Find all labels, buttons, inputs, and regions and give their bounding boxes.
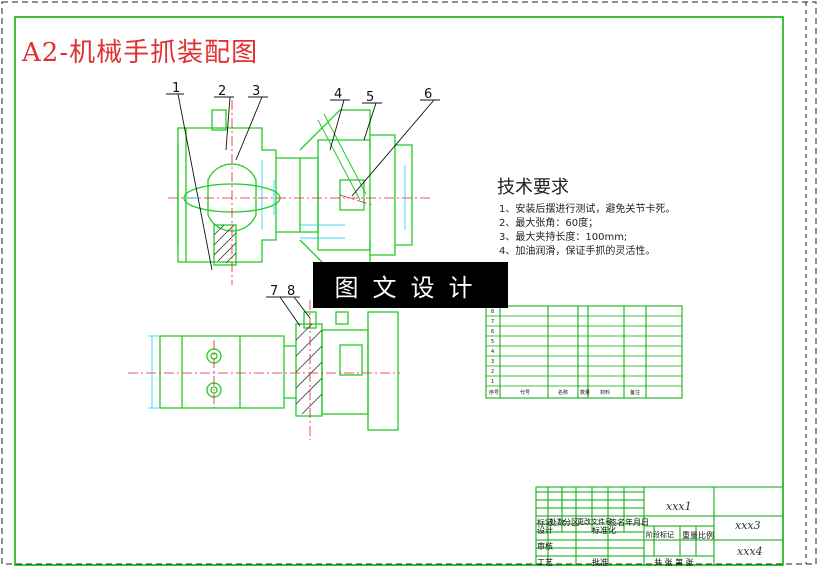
bom-header-cell: 材料 [600, 389, 610, 396]
title-block [535, 486, 784, 566]
tb-label-approve: 批准 [592, 558, 608, 567]
tb-label-count: 处数 [549, 518, 565, 527]
tb-label-standard: 标准化 [592, 526, 616, 535]
part-label-8: 8 [287, 284, 295, 299]
front-view-hatch [295, 323, 323, 415]
top-view [177, 109, 413, 281]
part-label-1: 1 [172, 81, 180, 96]
bom-row-number: 4 [491, 349, 494, 355]
tb-label-date: 年月日 [625, 518, 649, 527]
tb-label-zone: 分区 [563, 518, 579, 527]
bom-row-number: 5 [491, 339, 494, 345]
tb-label-mark: 标记 [537, 518, 553, 527]
part-label-3: 3 [252, 84, 260, 99]
requirements-heading: 技术要求 [497, 177, 569, 198]
title-block-company: xxx4 [737, 545, 763, 558]
tb-label-weight: 重量 [682, 531, 698, 540]
bom-row-number: 2 [491, 369, 494, 375]
bom-row-number: 6 [491, 329, 494, 335]
tb-label-review: 审核 [537, 542, 553, 551]
bom-header-cell: 名称 [558, 389, 568, 396]
requirement-item-1: 1、安装后摆进行测试，避免关节卡死。 [499, 204, 676, 215]
part-label-2: 2 [218, 84, 226, 99]
requirement-item-4: 4、加油润滑，保证手抓的灵活性。 [499, 246, 656, 257]
tb-label-scale: 比例 [698, 531, 714, 540]
screw-hatch [213, 224, 237, 264]
bom-header-cell: 序号 [489, 389, 499, 396]
tb-label-stage: 阶段标记 [646, 531, 674, 539]
bom-table [485, 305, 683, 399]
tb-label-design: 设计 [537, 526, 553, 535]
bom-row-number: 1 [491, 379, 494, 385]
front-view [159, 311, 399, 431]
requirement-item-3: 3、最大夹持长度：100mm; [499, 232, 628, 243]
part-leaders [166, 93, 440, 327]
title-block-drawing-no: xxx3 [735, 519, 761, 532]
front-view-centerlines [128, 300, 400, 440]
top-view-centerlines [168, 100, 430, 285]
bom-header-cell: 代号 [520, 389, 530, 396]
part-label-4: 4 [334, 87, 342, 102]
top-view-dimensions [186, 160, 406, 239]
bom-header-cell: 数量 [580, 389, 590, 396]
part-label-7: 7 [270, 284, 278, 299]
bom-row-number: 3 [491, 359, 494, 365]
part-label-6: 6 [424, 87, 432, 102]
requirement-item-2: 2、最大张角：60度； [499, 218, 599, 229]
bom-row-number: 7 [491, 319, 494, 325]
title-block-name: xxx1 [666, 500, 692, 513]
part-label-5: 5 [366, 90, 374, 105]
watermark-banner: 图文设计 [313, 262, 508, 308]
tb-label-sign: 签名 [609, 518, 625, 527]
bom-header-cell: 备注 [630, 389, 640, 396]
drawing-title: A2-机械手抓装配图 [22, 38, 259, 68]
front-view-dimensions [148, 335, 160, 409]
tb-label-sheet: 共 张 第 张 [654, 558, 694, 567]
drawing-frame [14, 16, 784, 566]
bom-row-number: 8 [491, 309, 494, 315]
bom-rows: 8 7 6 5 4 3 2 1 序号 代号 名称 数量 材料 备注 [486, 309, 682, 396]
tb-label-change-doc: 更改文件号 [577, 518, 612, 526]
tb-label-process: 工艺 [537, 558, 553, 567]
